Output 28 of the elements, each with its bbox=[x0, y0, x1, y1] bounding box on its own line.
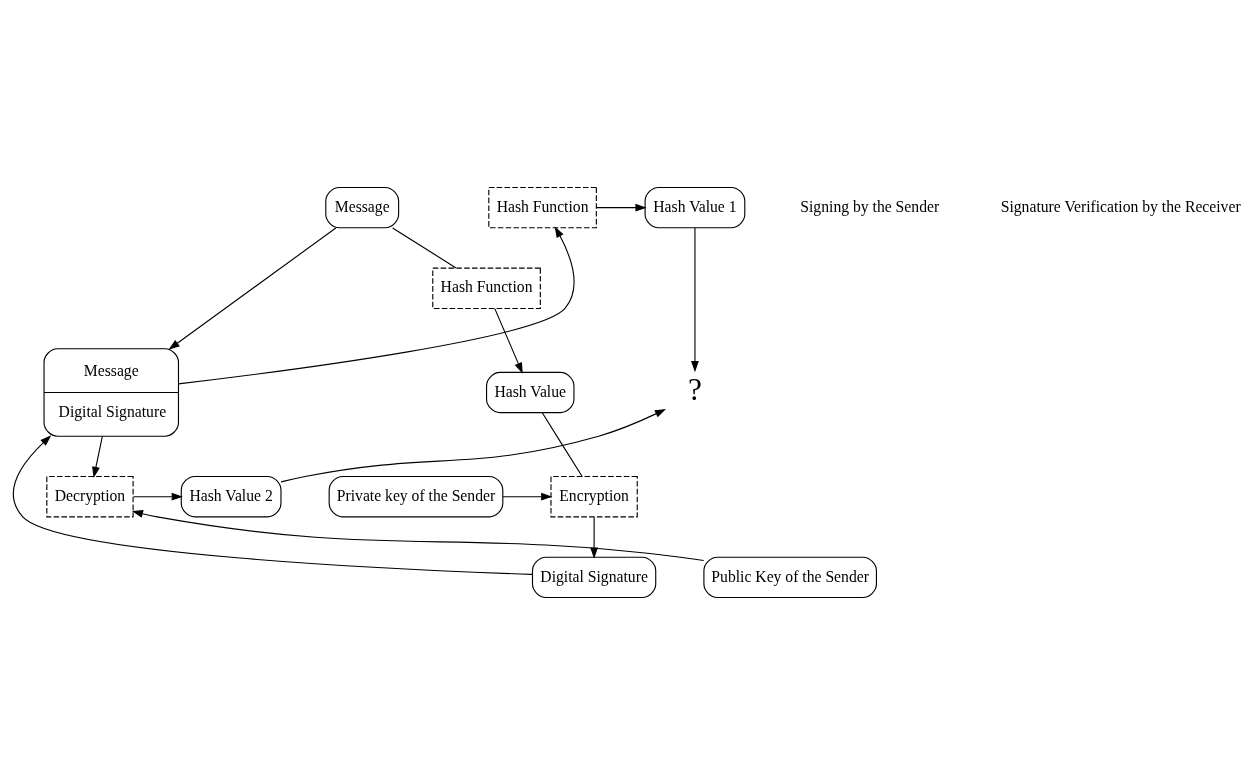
arrow bbox=[177, 225, 575, 384]
arrow bbox=[133, 492, 183, 501]
arrow bbox=[12, 434, 533, 575]
node-box: Hash Value 1 bbox=[644, 186, 746, 228]
node-box: Public Key of the Sender bbox=[703, 556, 877, 598]
node-box: Decryption bbox=[46, 475, 134, 517]
node-box: Encryption bbox=[550, 475, 638, 517]
arrow bbox=[280, 408, 667, 482]
label: Signature Verification by the Receiver bbox=[1000, 197, 1241, 215]
arrow bbox=[131, 509, 705, 561]
node-box: Hash Function bbox=[488, 186, 597, 228]
node-box: Private key of the Sender bbox=[328, 475, 504, 517]
arrow bbox=[691, 226, 699, 372]
node-text: ? bbox=[687, 371, 702, 407]
connector bbox=[392, 226, 457, 268]
connector bbox=[541, 411, 583, 477]
label: Signing by the Sender bbox=[800, 197, 940, 215]
node-box: Hash Value 2 bbox=[180, 475, 282, 517]
node-box: Hash Value bbox=[486, 371, 575, 413]
arrow bbox=[494, 307, 523, 374]
arrow bbox=[590, 516, 599, 559]
arrow bbox=[168, 226, 337, 350]
arrow bbox=[595, 203, 647, 212]
node-box: Hash Function bbox=[432, 267, 541, 309]
arrow bbox=[502, 492, 553, 501]
node-box: Digital Signature bbox=[531, 556, 657, 598]
node-box: Message bbox=[325, 186, 400, 228]
arrow bbox=[92, 435, 103, 478]
